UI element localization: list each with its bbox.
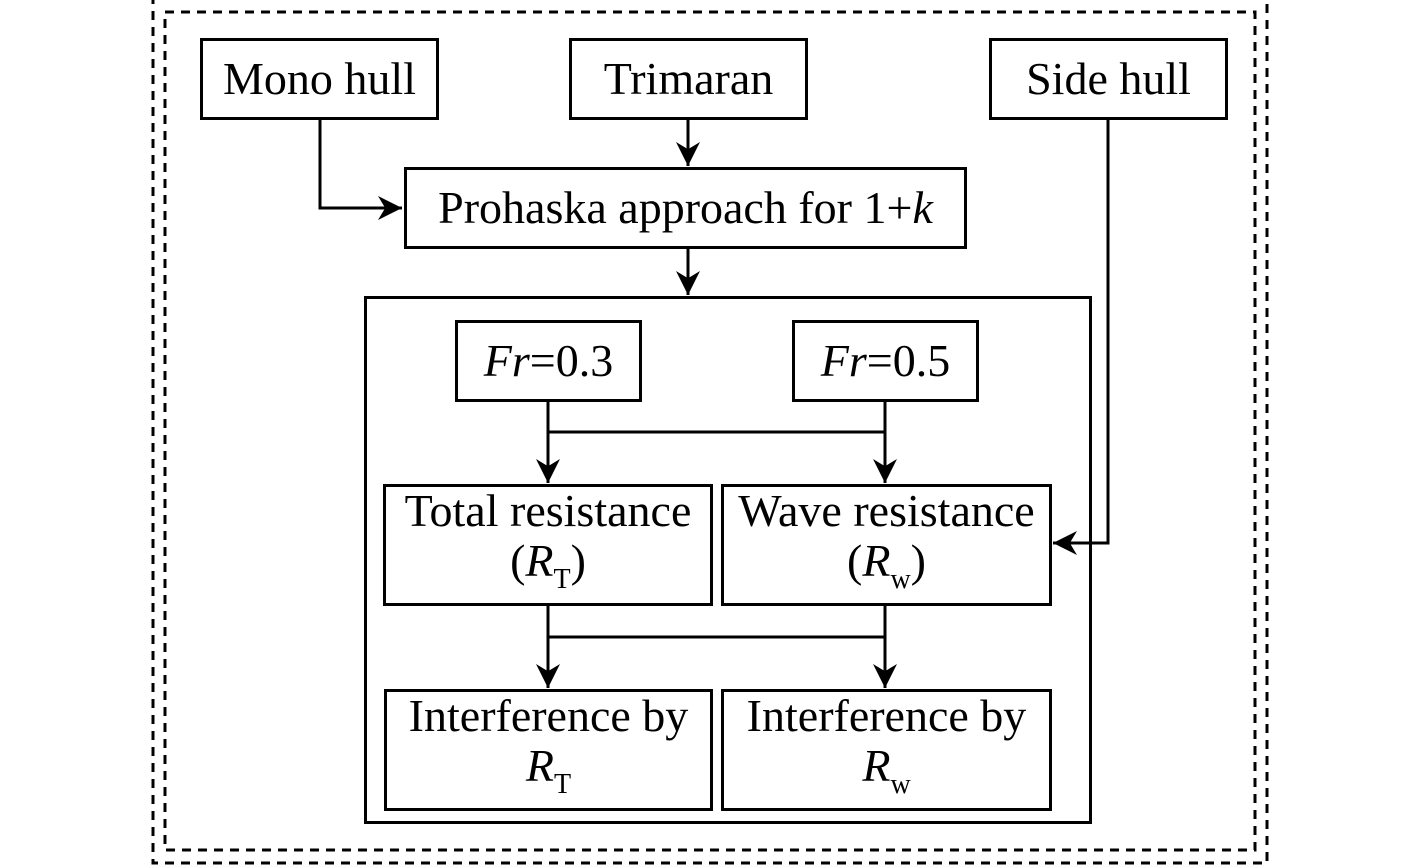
node-fr-low-var: Fr [483, 335, 530, 386]
node-fr-low-label: Fr=0.3 [484, 336, 613, 386]
node-side-hull: Side hull [989, 38, 1228, 120]
edge-mono-to-prohaska [318, 119, 402, 220]
node-fr-low-value: =0.3 [529, 335, 614, 386]
node-mono-hull: Mono hull [200, 38, 439, 120]
node-interference-rw-line2: Rw [862, 739, 911, 810]
node-interference-rt-line2: RT [525, 739, 572, 810]
node-wave-resistance-open: ( [847, 534, 863, 586]
node-interference-rt: Interference by RT [384, 689, 713, 811]
node-total-resistance-line1: Total resistance [404, 484, 692, 536]
node-interference-rw-line1: Interference by [746, 689, 1027, 741]
node-wave-resistance-sub: w [890, 563, 911, 595]
node-interference-rw-var: R [862, 739, 891, 791]
node-interference-rw: Interference by Rw [721, 689, 1052, 811]
node-total-resistance-var: R [525, 534, 554, 586]
node-side-hull-label: Side hull [1026, 53, 1191, 104]
node-interference-rw-sub: w [890, 768, 911, 800]
node-fr-high-label: Fr=0.5 [821, 336, 950, 386]
node-total-resistance-open: ( [510, 534, 526, 586]
node-total-resistance-line2: (RT) [510, 534, 586, 605]
edge-sidehull-to-wave [1053, 119, 1110, 555]
analysis-group-frame [364, 296, 1092, 824]
node-total-resistance: Total resistance (RT) [383, 484, 713, 606]
node-fr-high-value: =0.5 [866, 335, 951, 386]
outer-dashed-frame [151, 0, 1269, 865]
node-prohaska-label: Prohaska approach for 1+k [438, 183, 933, 233]
node-prohaska-text: Prohaska approach for 1+ [438, 182, 913, 233]
node-mono-hull-label: Mono hull [223, 53, 416, 104]
node-interference-rt-line1: Interference by [408, 689, 689, 741]
node-total-resistance-sub: T [553, 563, 571, 595]
node-wave-resistance-var: R [862, 534, 891, 586]
node-wave-resistance-close: ) [910, 534, 926, 586]
node-trimaran-label: Trimaran [603, 53, 774, 104]
node-total-resistance-close: ) [570, 534, 586, 586]
node-prohaska: Prohaska approach for 1+k [404, 167, 967, 249]
inner-dashed-frame [163, 10, 1257, 852]
node-fr-high-var: Fr [820, 335, 867, 386]
node-wave-resistance-line1: Wave resistance [738, 484, 1035, 536]
node-interference-rt-var: R [525, 739, 554, 791]
node-fr-low: Fr=0.3 [455, 320, 642, 402]
node-wave-resistance: Wave resistance (Rw) [721, 484, 1052, 606]
node-trimaran: Trimaran [569, 38, 808, 120]
node-prohaska-var: k [912, 182, 933, 233]
node-fr-high: Fr=0.5 [792, 320, 979, 402]
node-interference-rt-sub: T [554, 768, 572, 800]
node-wave-resistance-line2: (Rw) [847, 534, 926, 605]
